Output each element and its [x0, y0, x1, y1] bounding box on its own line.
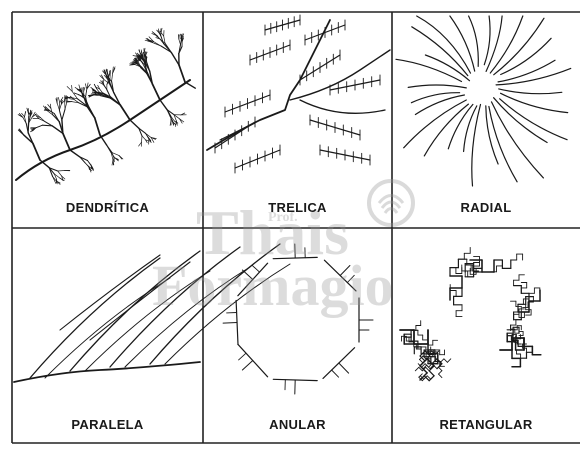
- annular-pattern: [223, 244, 373, 394]
- label-trelica: TRELICA: [203, 200, 392, 215]
- label-retangular: RETANGULAR: [392, 417, 580, 432]
- parallel-pattern: [14, 244, 290, 382]
- label-paralela: PARALELA: [12, 417, 203, 432]
- label-anular: ANULAR: [203, 417, 392, 432]
- label-dendritica: DENDRÍTICA: [12, 200, 203, 215]
- dendritic-pattern: [16, 28, 195, 184]
- label-radial: RADIAL: [392, 200, 580, 215]
- rectangular-pattern: [400, 247, 541, 380]
- panel-grid-lines: [12, 12, 580, 443]
- radial-pattern: [396, 16, 571, 186]
- trellis-pattern: [207, 15, 390, 173]
